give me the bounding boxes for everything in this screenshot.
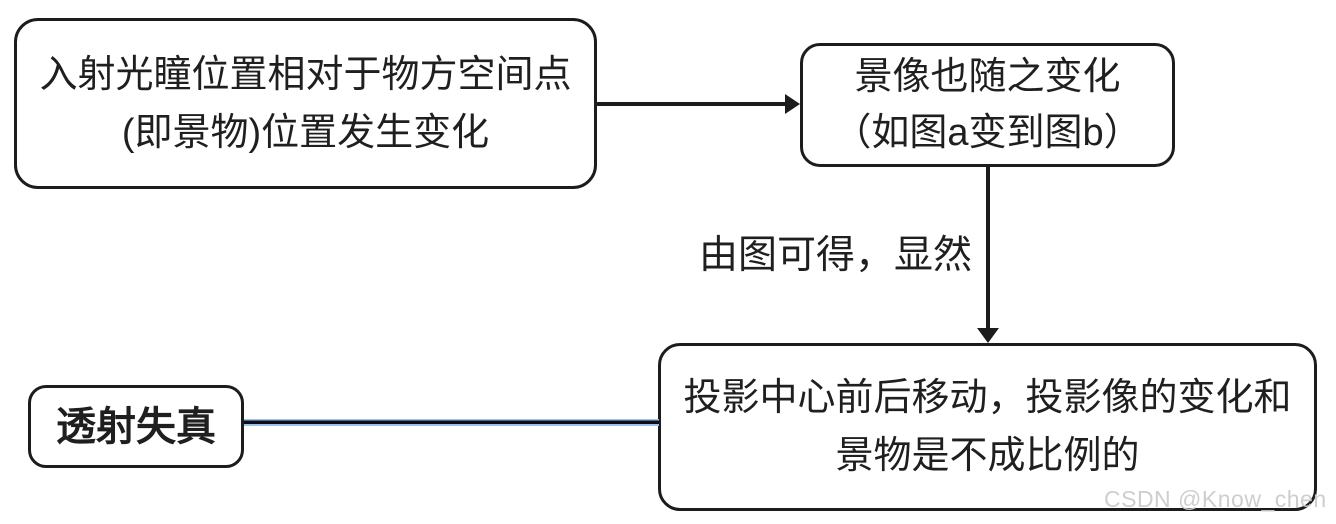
blue-connector-line (243, 419, 659, 426)
node-image-change: 景像也随之变化 （如图a变到图b） (800, 43, 1175, 167)
node-perspective-distortion-label: 透射失真 (56, 404, 216, 449)
arrow-right-shaft (597, 102, 788, 106)
arrow-down-head-icon (977, 328, 999, 343)
arrow-down-shaft (986, 167, 990, 328)
node-perspective-distortion: 透射失真 (28, 385, 244, 468)
csdn-watermark: CSDN @Know_chen (1104, 486, 1327, 512)
node-projection-center-line1: 投影中心前后移动，投影像的变化和 (683, 377, 1292, 419)
node-entrance-pupil-change: 入射光瞳位置相对于物方空间点 (即景物)位置发生变化 (14, 18, 597, 189)
arrow-right-head-icon (785, 93, 800, 114)
node-projection-center-line2: 景物是不成比例的 (835, 435, 1140, 477)
down-arrow-label: 由图可得，显然 (699, 234, 973, 277)
node-projection-center: 投影中心前后移动，投影像的变化和 景物是不成比例的 (658, 343, 1317, 511)
node-image-change-line2: （如图a变到图b） (833, 112, 1142, 154)
node-entrance-pupil-line1: 入射光瞳位置相对于物方空间点 (39, 53, 572, 96)
node-image-change-line1: 景像也随之变化 (854, 56, 1121, 98)
node-entrance-pupil-line2: (即景物)位置发生变化 (121, 111, 490, 154)
